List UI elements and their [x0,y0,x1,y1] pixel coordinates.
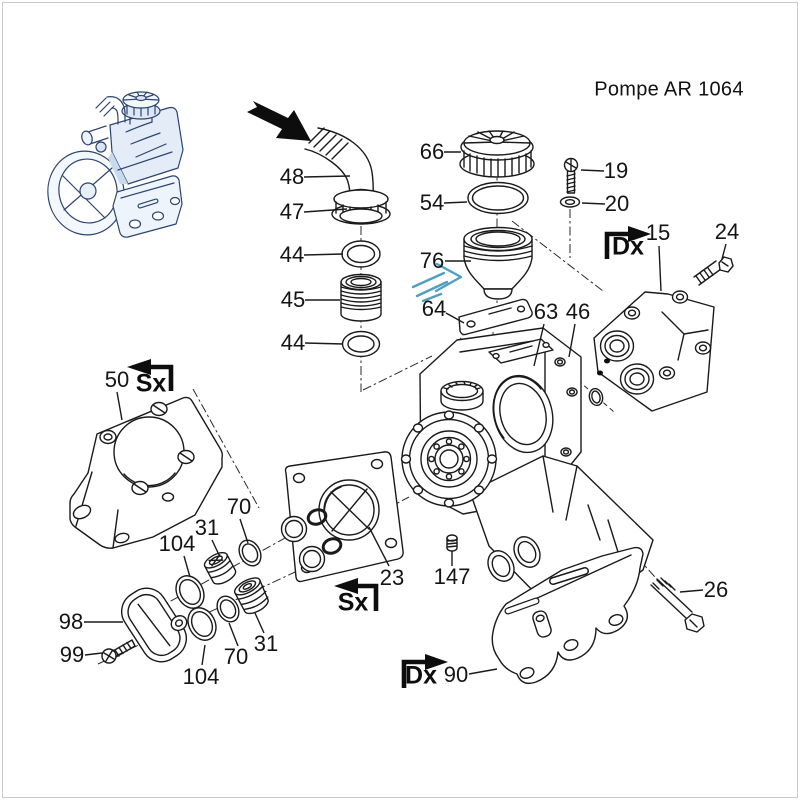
callout-20: 20 [604,191,630,216]
sx-marker-top [127,359,174,391]
dx-marker-bottom [401,654,448,688]
part-47-ring-nut [331,189,391,225]
dx-label-top: Dx [612,232,644,261]
callout-147: 147 [433,564,471,589]
part-98-end-cap [120,587,188,663]
part-76-air-chamber [463,226,533,300]
part-44-oring-lower [341,330,381,358]
dx-label-bottom: Dx [405,661,437,690]
part-104-oring-lower [187,607,217,641]
callout-63: 63 [533,299,559,324]
part-24-bolt [693,256,734,286]
callout-98: 98 [58,609,84,634]
callout-44-upper: 44 [279,242,305,267]
sx-marker-bottom [334,578,379,611]
callout-76: 76 [419,248,445,273]
callout-15: 15 [645,220,671,245]
callout-104-lower: 104 [182,664,220,689]
part-48-elbow-fitting [304,127,374,200]
part-70-oring-lower [216,595,240,623]
callout-70-lower: 70 [223,644,249,669]
callout-47: 47 [279,199,305,224]
callout-19: 19 [603,158,629,183]
callout-50: 50 [104,367,130,392]
callout-90: 90 [443,662,469,687]
part-147-plug [446,534,458,552]
part-70-oring-upper [238,539,262,567]
callout-66: 66 [419,139,445,164]
blue-annotation-arrow [411,262,463,303]
part-15-right-head [593,290,715,412]
part-31-valve-lower [233,577,269,615]
part-104-oring-upper [175,575,205,609]
diagram-title: Pompe AR 1064 [594,78,744,101]
callout-48: 48 [279,164,305,189]
callout-31-lower: 31 [253,631,279,656]
part-26-bolt [650,577,705,633]
part-44-oring-upper [341,240,381,268]
part-45-threaded-nipple [340,273,382,322]
direction-arrow [247,101,311,141]
leader-lines [84,151,727,675]
part-99-screw [101,639,136,664]
part-19-screw [563,157,579,194]
callout-46: 46 [565,299,591,324]
callout-54: 54 [419,190,445,215]
callout-104-upper: 104 [158,531,196,556]
callout-26: 26 [703,577,729,602]
part-50-bracket [69,396,224,549]
part-23-left-head [280,451,404,583]
assembled-pump-thumbnail [47,91,184,238]
part-90-bracket [491,546,644,685]
part-54-oring [467,181,529,215]
callout-24: 24 [714,219,740,244]
part-64-plate [458,298,533,336]
callout-45: 45 [280,287,306,312]
callout-31-upper: 31 [194,515,220,540]
callout-44-lower: 44 [280,330,306,355]
callout-64: 64 [421,296,447,321]
part-66-ribbed-cap [459,130,535,178]
part-20-washer [559,196,581,208]
part-31-valve-upper [203,551,237,585]
callout-99: 99 [59,642,85,667]
callout-23: 23 [379,565,405,590]
sx-label-bottom: Sx [337,588,369,617]
callout-70-upper: 70 [226,494,252,519]
sx-label-top: Sx [135,369,167,398]
dx-marker-top [604,226,651,259]
